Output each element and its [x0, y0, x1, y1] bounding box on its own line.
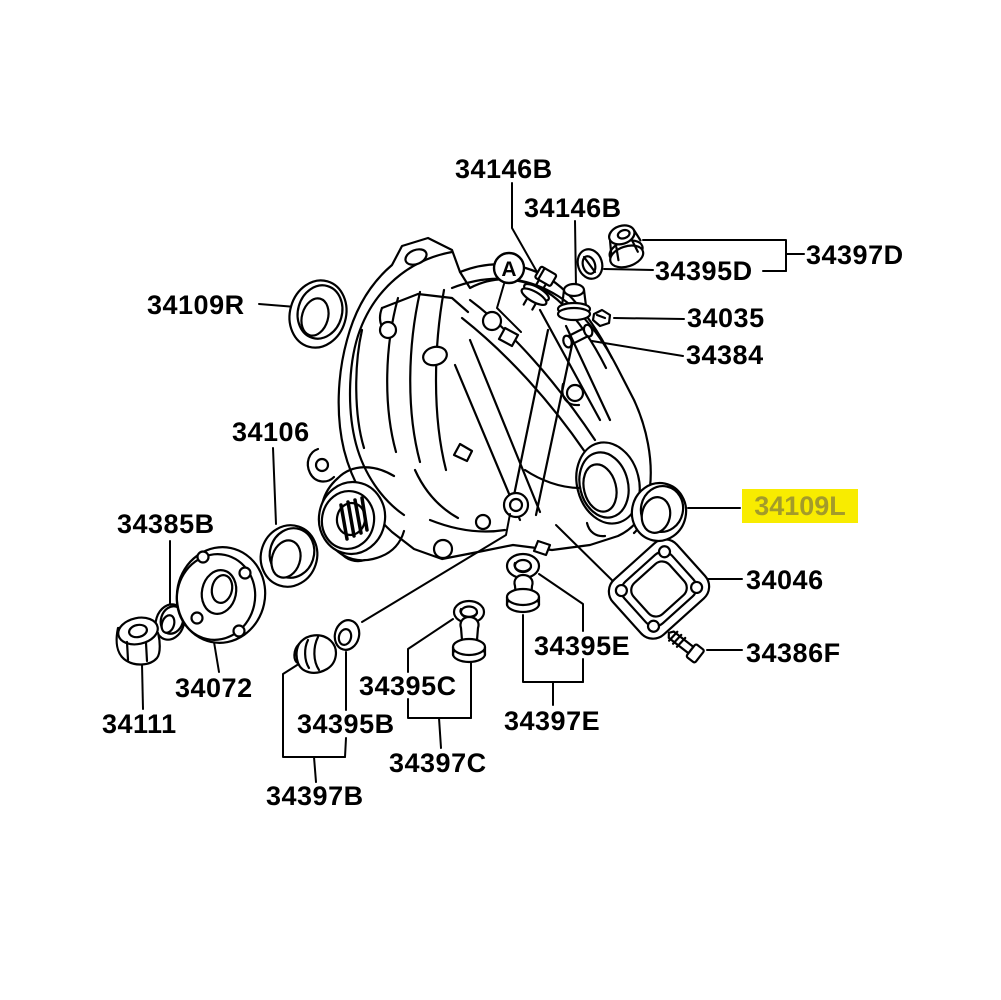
part-label-34395c: 34395C	[359, 671, 457, 701]
bolt-34395c-part	[451, 615, 487, 664]
breather-bolt-34146b-part	[520, 265, 558, 311]
stud-34384-part	[562, 323, 594, 349]
companion-flange-34072-part	[175, 546, 267, 644]
part-label-34395b: 34395B	[297, 709, 395, 739]
part-label-34384: 34384	[686, 340, 764, 370]
nut-34111-part	[115, 616, 161, 666]
part-label-34385b: 34385B	[117, 509, 215, 539]
callout-a-marker: A	[492, 251, 526, 285]
washer-34385b-part	[154, 603, 186, 641]
part-label-34397c: 34397C	[389, 748, 487, 778]
part-label-34146b-top: 34146B	[455, 154, 553, 184]
part-label-34106: 34106	[232, 417, 310, 447]
svg-text:A: A	[501, 258, 516, 281]
part-label-34395d: 34395D	[655, 256, 753, 286]
seal-ring-34395d-part	[576, 248, 604, 280]
part-label-34395e: 34395E	[534, 631, 631, 661]
part-label-34072: 34072	[175, 673, 253, 703]
cone-plug-34395b-part	[293, 634, 337, 674]
cover-plate-34046-part	[607, 538, 711, 640]
differential-housing-drawing	[306, 236, 652, 563]
bolt-34395e-part	[505, 573, 541, 614]
part-label-34046: 34046	[746, 565, 824, 595]
part-label-34111: 34111	[102, 709, 177, 739]
part-label-34397e: 34397E	[504, 706, 601, 736]
nut-34035-part	[591, 308, 612, 328]
part-label-34109l-highlighted: 34109L	[742, 489, 858, 523]
part-label-34035: 34035	[687, 303, 765, 333]
part-label-34397b: 34397B	[266, 781, 364, 811]
locknut-34397d-part	[608, 224, 645, 269]
part-label-34146b-mid: 34146B	[524, 193, 622, 223]
leader-lines	[141, 182, 805, 783]
part-label-34109r: 34109R	[147, 290, 245, 320]
oil-seal-34109l-part	[630, 481, 688, 543]
plug-34146b-part	[556, 282, 592, 322]
oil-seal-34109r-part	[288, 279, 348, 349]
part-label-34386f: 34386F	[746, 638, 841, 668]
bolt-34386f-part	[667, 630, 705, 664]
washer-34395b-part	[333, 619, 361, 651]
bearing-34106-part	[259, 524, 319, 588]
part-label-34397d: 34397D	[806, 240, 904, 270]
